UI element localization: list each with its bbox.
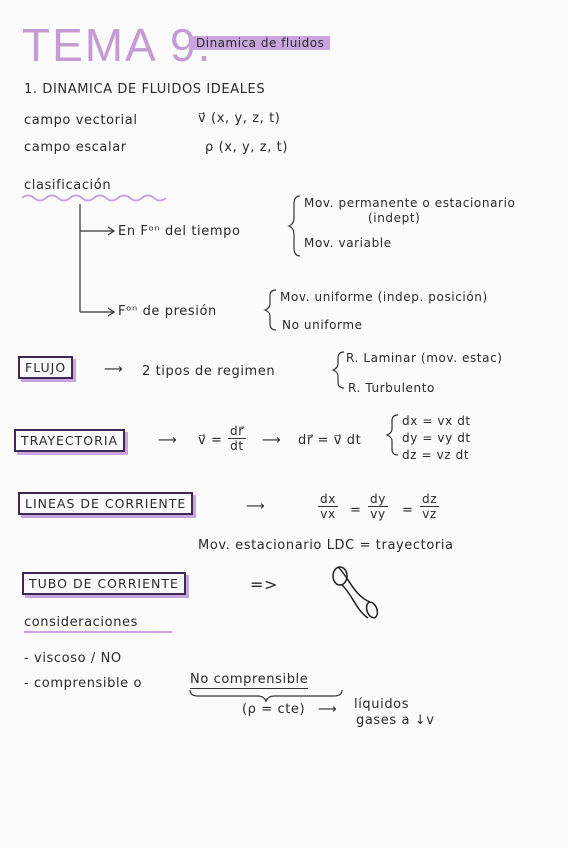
lineas-frac-x-num: dx bbox=[318, 492, 338, 507]
tubo-box: TUBO DE CORRIENTE bbox=[22, 572, 186, 595]
consideraciones-item-viscoso: - viscoso / NO bbox=[24, 651, 122, 666]
consideraciones-no-comprensible: No comprensible bbox=[190, 672, 309, 689]
brace-tiempo bbox=[287, 195, 301, 257]
trayectoria-arrow-2: ⟶ bbox=[262, 433, 282, 448]
consideraciones-item-comprensible: - comprensible o bbox=[24, 676, 143, 691]
tube-icon bbox=[332, 566, 379, 619]
lineas-frac-z: dz vz bbox=[420, 492, 440, 521]
clasificacion-option-uniforme: Mov. uniforme (indep. posición) bbox=[280, 290, 488, 304]
lineas-frac-z-num: dz bbox=[420, 492, 440, 507]
lineas-arrow: ⟶ bbox=[246, 499, 266, 514]
lineas-note: Mov. estacionario LDC = trayectoria bbox=[198, 538, 454, 553]
campo-vectorial-expr: v⃗ (x, y, z, t) bbox=[198, 111, 281, 126]
trayectoria-box: TRAYECTORIA bbox=[14, 429, 126, 452]
lineas-box: LINEAS DE CORRIENTE bbox=[18, 492, 194, 515]
flujo-box: FLUJO bbox=[18, 356, 74, 379]
clasificacion-branch-tiempo: En Fᵒⁿ del tiempo bbox=[118, 224, 241, 239]
clasificacion-option-no-uniforme: No uniforme bbox=[282, 318, 363, 332]
lineas-frac-y: dy vy bbox=[368, 492, 388, 521]
page-subtitle: Dinamica de fluidos bbox=[190, 36, 331, 50]
brace-presion bbox=[263, 289, 277, 331]
consideraciones-liquidos: líquidos bbox=[354, 697, 410, 712]
brace-no-comprensible bbox=[189, 689, 343, 703]
campo-vectorial-label: campo vectorial bbox=[24, 113, 138, 128]
clasificacion-tree-arrowhead-2 bbox=[107, 307, 116, 317]
trayectoria-eq-x: dx = vx dt bbox=[402, 414, 471, 428]
lineas-eq-2: = bbox=[402, 503, 414, 518]
clasificacion-option-variable: Mov. variable bbox=[304, 236, 392, 250]
campo-escalar-expr: ρ (x, y, z, t) bbox=[205, 140, 289, 155]
trayectoria-fraction-num: dr⃗ bbox=[228, 424, 246, 439]
trayectoria-fraction-den: dt bbox=[230, 439, 244, 453]
flujo-arrow: ⟶ bbox=[104, 362, 124, 377]
consideraciones-gases: gases a ↓v bbox=[356, 713, 435, 728]
clasificacion-wavy-underline bbox=[21, 194, 167, 202]
brace-flujo bbox=[331, 351, 345, 389]
flujo-option-turbulento: R. Turbulento bbox=[348, 381, 435, 395]
trayectoria-eq-y: dy = vy dt bbox=[402, 431, 471, 445]
clasificacion-tree-arrowhead-1 bbox=[107, 226, 116, 236]
trayectoria-v-eq: v⃗ = bbox=[198, 433, 223, 448]
lineas-frac-y-den: vy bbox=[370, 507, 386, 521]
clasificacion-branch-presion: Fᵒⁿ de presión bbox=[118, 304, 217, 319]
clasificacion-option-permanente: Mov. permanente o estacionario bbox=[304, 196, 516, 210]
flujo-option-laminar: R. Laminar (mov. estac) bbox=[346, 351, 503, 365]
lineas-eq-1: = bbox=[350, 503, 362, 518]
trayectoria-dr-eq: dr⃗ = v⃗ dt bbox=[298, 433, 362, 448]
brace-trayectoria bbox=[385, 414, 399, 456]
campo-escalar-label: campo escalar bbox=[24, 140, 127, 155]
tubo-arrow: => bbox=[250, 575, 279, 594]
trayectoria-eq-z: dz = vz dt bbox=[402, 448, 470, 462]
lineas-frac-x: dx vx bbox=[318, 492, 338, 521]
lineas-frac-z-den: vz bbox=[422, 507, 437, 521]
consideraciones-label: consideraciones bbox=[24, 615, 139, 630]
clasificacion-option-note: (indept) bbox=[368, 211, 421, 225]
consideraciones-rho-const: (ρ = cte) bbox=[242, 702, 306, 717]
page-title: TEMA 9. bbox=[22, 19, 213, 71]
lineas-frac-y-num: dy bbox=[368, 492, 388, 507]
lineas-frac-x-den: vx bbox=[320, 507, 336, 521]
trayectoria-arrow-1: ⟶ bbox=[158, 433, 178, 448]
flujo-text: 2 tipos de regimen bbox=[142, 364, 276, 379]
trayectoria-fraction: dr⃗ dt bbox=[228, 424, 246, 453]
consideraciones-arrow: ⟶ bbox=[318, 702, 338, 717]
section-heading: 1. DINAMICA DE FLUIDOS IDEALES bbox=[24, 82, 266, 97]
clasificacion-label: clasificación bbox=[24, 178, 112, 193]
